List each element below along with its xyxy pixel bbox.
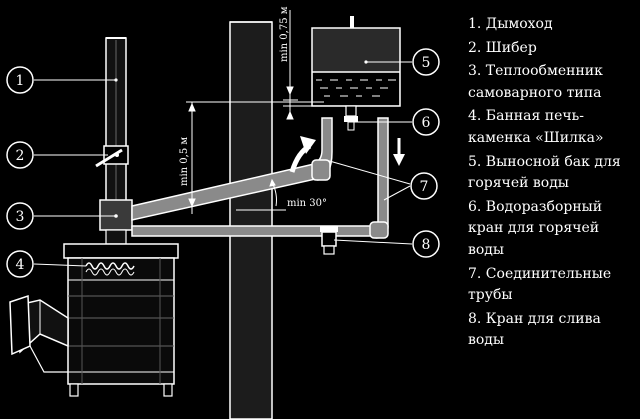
svg-text:3: 3 xyxy=(16,209,25,225)
callout-4: 4 xyxy=(6,250,34,278)
leader-lines xyxy=(33,61,413,267)
dimension-pipe-height: min 0,5 м xyxy=(179,137,190,186)
callout-6: 6 xyxy=(412,108,440,136)
svg-text:8: 8 xyxy=(422,237,431,253)
callout-8: 8 xyxy=(412,230,440,258)
legend-item-5: 5. Выносной бак для горячей воды xyxy=(468,153,621,192)
callout-5: 5 xyxy=(412,48,440,76)
svg-text:6: 6 xyxy=(422,115,431,131)
wall-column xyxy=(229,21,273,419)
dimension-lines xyxy=(186,10,324,214)
legend-item-4: 4. Банная печь- каменка «Шилка» xyxy=(468,108,604,146)
callout-7: 7 xyxy=(410,172,438,200)
chimney xyxy=(105,37,127,207)
flow-arrows xyxy=(289,136,405,173)
legend-item-8: 8. Кран для слива воды xyxy=(468,310,601,349)
damper xyxy=(95,145,129,168)
legend-item-2: 2. Шибер xyxy=(468,39,537,56)
callout-1: 1 xyxy=(6,66,34,94)
svg-text:2: 2 xyxy=(16,148,25,164)
heat-exchanger xyxy=(99,199,133,245)
legend: 1. Дымоход 2. Шибер 3. Теплообменник сам… xyxy=(468,14,640,352)
svg-text:1: 1 xyxy=(16,73,25,89)
legend-item-3: 3. Теплообменник самоварного типа xyxy=(468,63,603,101)
svg-text:7: 7 xyxy=(420,179,429,195)
sauna-stove xyxy=(9,243,179,397)
callout-3: 3 xyxy=(6,202,34,230)
hot-water-tank xyxy=(311,16,401,131)
callout-2: 2 xyxy=(6,141,34,169)
legend-item-7: 7. Соединительные трубы xyxy=(468,265,612,304)
legend-item-1: 1. Дымоход xyxy=(468,16,553,32)
connecting-pipes xyxy=(131,117,389,239)
legend-item-6: 6. Водоразборный кран для горячей воды xyxy=(468,198,603,258)
svg-text:4: 4 xyxy=(16,257,25,273)
drain-valve xyxy=(320,226,338,255)
dimension-tank-height: min 0,75 м xyxy=(279,6,290,62)
svg-text:5: 5 xyxy=(422,55,431,71)
dimension-pipe-angle: min 30° xyxy=(287,198,327,209)
